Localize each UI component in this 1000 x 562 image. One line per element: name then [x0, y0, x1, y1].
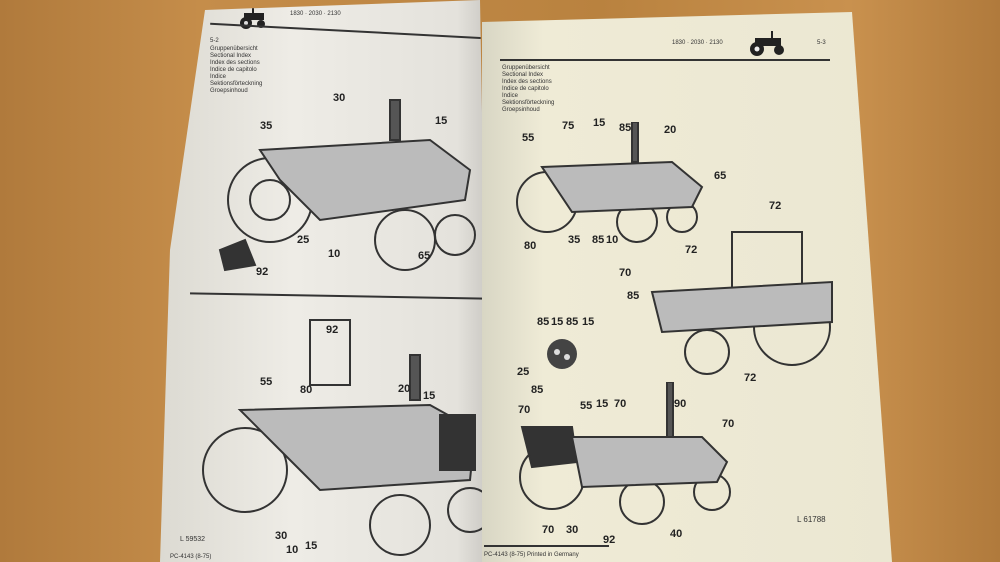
- index-title: Sektionsförteckning: [502, 100, 555, 106]
- callout-number: 70: [614, 398, 627, 410]
- callout-number: 15: [305, 540, 318, 552]
- page-number: 5-3: [817, 40, 826, 46]
- page-footer: PC-4143 (8-75) Printed in Germany: [484, 552, 579, 558]
- callout-number: 80: [300, 384, 313, 396]
- tractor-diagram-bottom: [202, 319, 490, 556]
- callout-number: 20: [398, 383, 411, 395]
- tractor-logo-icon: [750, 31, 784, 56]
- page-footer: PC-4143 (8-75): [170, 554, 212, 560]
- callout-number: 75: [562, 120, 575, 132]
- callout-number: 72: [744, 372, 757, 384]
- index-title: Gruppenübersicht: [210, 46, 258, 52]
- index-title: Groepsinhoud: [210, 88, 248, 94]
- callout-number: 30: [333, 92, 346, 104]
- callout-number: 35: [260, 120, 273, 132]
- index-title: Groepsinhoud: [502, 107, 540, 113]
- callout-number: 70: [619, 267, 632, 279]
- index-title: Sektionsförteckning: [210, 81, 263, 87]
- callout-number: 15: [582, 316, 595, 328]
- right-page: 1830 · 2030 · 2130 5-3 Gruppenübersicht …: [482, 12, 892, 562]
- callout-number: 10: [286, 544, 299, 556]
- callout-number: 65: [714, 170, 727, 182]
- callout-number: 10: [328, 248, 341, 260]
- parts-cluster-diagram: [547, 339, 577, 369]
- footer-rule: [484, 545, 609, 547]
- callout-number: 72: [685, 244, 698, 256]
- index-title: Index des sections: [210, 60, 260, 66]
- callout-number: 70: [722, 418, 735, 430]
- callout-number: 90: [674, 398, 687, 410]
- models-label: 1830 · 2030 · 2130: [672, 40, 723, 46]
- callout-number: 20: [664, 124, 677, 136]
- callout-number: 55: [522, 132, 535, 144]
- callout-number: 92: [326, 324, 339, 336]
- index-title: Sectional Index: [502, 72, 544, 78]
- index-title: Indice de capitolo: [210, 67, 257, 73]
- callout-number: 70: [518, 404, 531, 416]
- models-label: 1830 · 2030 · 2130: [290, 11, 341, 17]
- tractor-cab-diagram: [650, 231, 833, 375]
- callout-number: 30: [275, 530, 288, 542]
- callout-number: 85: [627, 290, 640, 302]
- callout-number: 92: [603, 534, 616, 546]
- index-title: Sectional Index: [210, 53, 252, 59]
- section-index-list: Gruppenübersicht Sectional Index Index d…: [502, 65, 554, 114]
- index-title: Index des sections: [502, 79, 552, 85]
- index-title: Indice de capitolo: [502, 86, 549, 92]
- callout-number: 85: [566, 316, 579, 328]
- index-title: Indice: [210, 74, 227, 80]
- callout-number: 15: [551, 316, 564, 328]
- tractor-diagram-top: [218, 99, 476, 272]
- callout-number: 25: [297, 234, 310, 246]
- callout-number: 85: [592, 234, 605, 246]
- left-page: 1830 · 2030 · 2130 5-2 Gruppenübersicht …: [160, 0, 490, 562]
- index-title: Indice: [502, 93, 519, 99]
- header-rule: [500, 59, 830, 61]
- callout-number: 85: [619, 122, 632, 134]
- callout-number: 40: [670, 528, 683, 540]
- callout-number: 65: [418, 250, 431, 262]
- callout-number: 72: [769, 200, 782, 212]
- callout-number: 15: [596, 398, 609, 410]
- tractor-diagram-1: [516, 122, 704, 243]
- callout-number: 15: [435, 115, 448, 127]
- tractor-diagram-2: [519, 382, 731, 525]
- callout-number: 35: [568, 234, 581, 246]
- callout-number: 80: [524, 240, 537, 252]
- figure-reference: L 61788: [797, 515, 826, 524]
- page-number: 5-2: [210, 38, 219, 44]
- callout-number: 70: [542, 524, 555, 536]
- callout-number: 55: [260, 376, 273, 388]
- index-title: Gruppenübersicht: [502, 65, 550, 71]
- figure-reference: L 59532: [180, 536, 206, 543]
- callout-number: 85: [537, 316, 550, 328]
- figure-divider: [190, 292, 485, 300]
- callout-number: 92: [256, 266, 269, 278]
- header-rule: [210, 22, 485, 40]
- callout-number: 15: [593, 117, 606, 129]
- callout-number: 55: [580, 400, 593, 412]
- callout-number: 25: [517, 366, 530, 378]
- callout-number: 85: [531, 384, 544, 396]
- callout-number: 30: [566, 524, 579, 536]
- callout-number: 15: [423, 390, 436, 402]
- section-index-list: Gruppenübersicht Sectional Index Index d…: [210, 46, 262, 95]
- callout-number: 10: [606, 234, 619, 246]
